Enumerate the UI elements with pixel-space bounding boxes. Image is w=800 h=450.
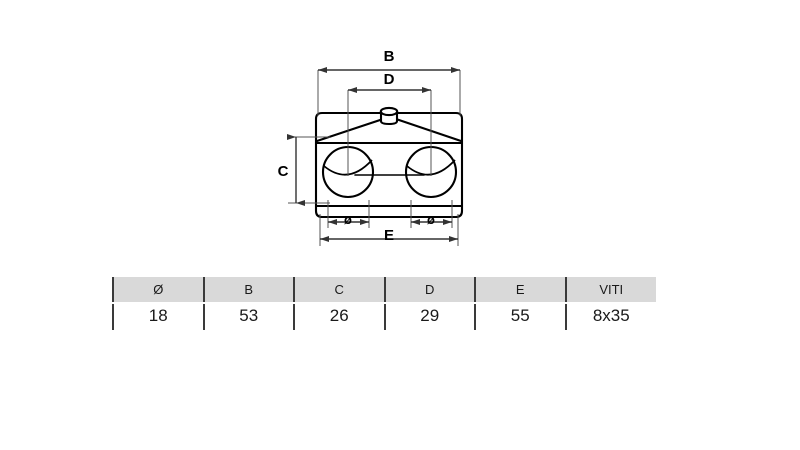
dimension-lines-group <box>287 67 460 242</box>
extension-lines-group <box>288 70 461 246</box>
table-header-b: B <box>202 277 294 302</box>
table-header-e: E <box>474 277 566 302</box>
top-ridge-left <box>315 117 385 143</box>
dim-label-c: C <box>278 163 289 180</box>
table-cell-diameter: 18 <box>112 302 204 330</box>
table-cell-c: 26 <box>293 302 385 330</box>
part-body-group <box>314 111 464 219</box>
boss-top-ellipse <box>379 106 399 117</box>
table-row: 18 53 26 29 55 8x35 <box>112 302 656 330</box>
top-ridge-right <box>394 117 463 143</box>
table-cell-d: 29 <box>383 302 475 330</box>
dim-label-bore-left: ø <box>344 212 352 227</box>
table-header-diameter: Ø <box>112 277 204 302</box>
specification-table: Ø B C D E VITI 18 53 26 29 55 8x35 <box>112 277 656 330</box>
dim-label-e: E <box>384 227 394 244</box>
table-cell-viti: 8x35 <box>564 302 656 330</box>
body-outline <box>314 111 464 219</box>
dim-label-bore-right: ø <box>427 212 435 227</box>
table-header-row: Ø B C D E VITI <box>112 277 656 302</box>
dim-label-b: B <box>384 48 395 65</box>
table-header-viti: VITI <box>564 277 656 302</box>
table-header-body-gap <box>112 302 655 304</box>
top-boss-group <box>379 106 399 126</box>
table-header-d: D <box>383 277 475 302</box>
dim-label-d: D <box>384 71 395 88</box>
table-header-c: C <box>293 277 385 302</box>
table-cell-b: 53 <box>202 302 294 330</box>
table-cell-e: 55 <box>474 302 566 330</box>
